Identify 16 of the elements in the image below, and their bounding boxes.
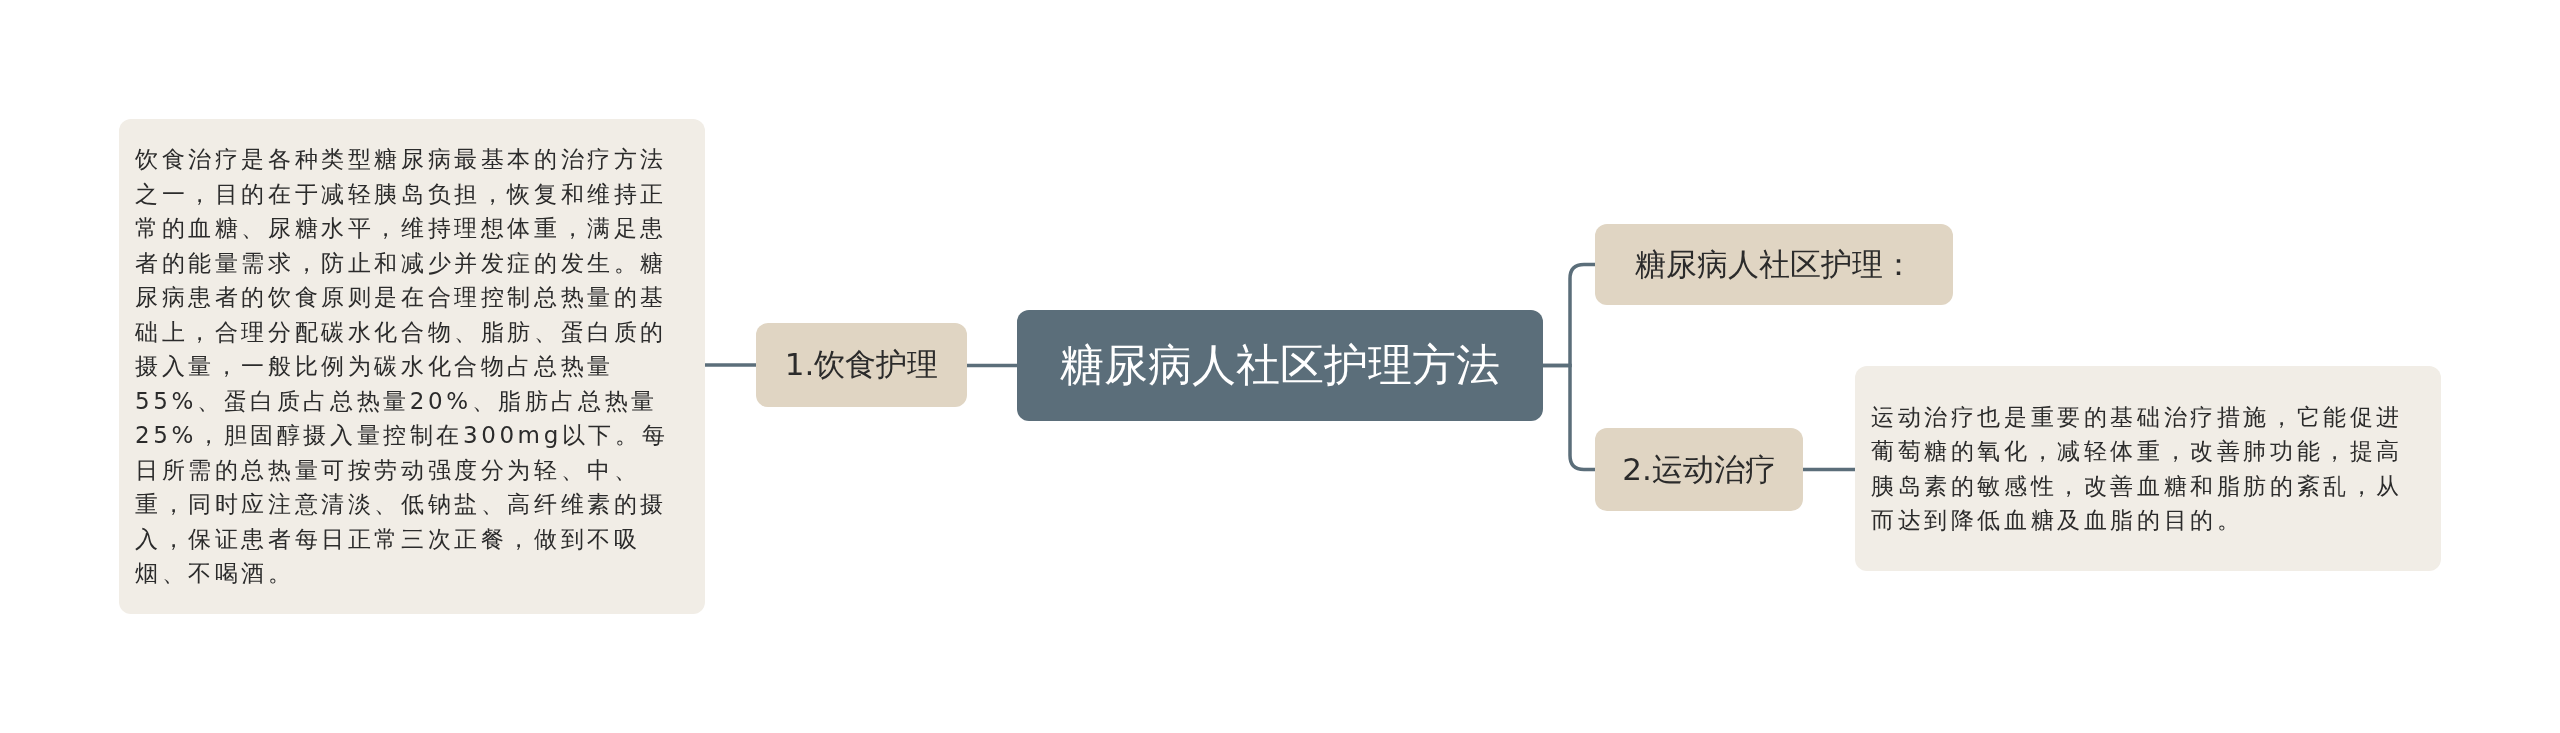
note-text: 运动治疗也是重要的基础治疗措施，它能促进葡萄糖的氧化，减轻体重，改善肺功能，提高胰岛素的敏感性，改善血糖和脂肪的紊乱，从而达到降低血糖及血脂的目的。	[1871, 402, 2404, 535]
topic-box	[1595, 428, 1803, 511]
note-box	[1855, 366, 2441, 571]
topic-label: 2.运动治疗	[1622, 450, 1776, 489]
central-topic-box	[1017, 310, 1543, 421]
note-text: 饮食治疗是各种类型糖尿病最基本的治疗方法之一，目的在于减轻胰岛负担，恢复和维持正常的血糖、尿糖水平，维持理想体重，满足患者的能量需求，防止和减少并发症的发生。糖尿病患者的饮食原则是在合理控制总热量的基础上，合理分配碳水化合物、脂肪、蛋白质的摄入量，一般比例为碳水化合物占总热量55%、蛋白质占总热量20%、脂肪占总热量25%，胆固醇摄入量控制在300mg以下。每日所需的总热量可按劳动强度分为轻、中、重，同时应注意清淡、低钠盐、高纤维素的摄入，保证患者每日正常三次正餐，做到不吸烟、不喝酒。	[135, 145, 670, 589]
note-box	[119, 119, 705, 614]
topic-label: 1.饮食护理	[784, 346, 939, 384]
connector-line	[705, 363, 756, 367]
connector-line	[967, 363, 1017, 368]
topic-label: 糖尿病人社区护理方法	[1060, 339, 1500, 392]
connector-line	[1543, 363, 1595, 472]
connector-line	[1803, 467, 1855, 472]
topic-box	[756, 323, 967, 407]
topic-label: 糖尿病人社区护理：	[1634, 245, 1914, 284]
topic-box	[1595, 224, 1953, 305]
